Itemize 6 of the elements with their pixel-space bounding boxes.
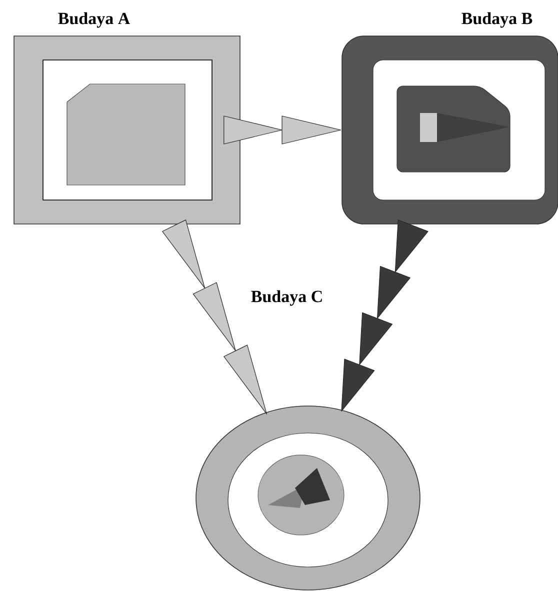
wedge-arrow [341,220,428,412]
wedge-arrow [162,220,268,414]
heading: Budaya A [58,12,130,28]
heading: Budaya C [251,290,322,306]
wedge-arrow [224,116,342,144]
heading: Budaya B [462,12,532,28]
